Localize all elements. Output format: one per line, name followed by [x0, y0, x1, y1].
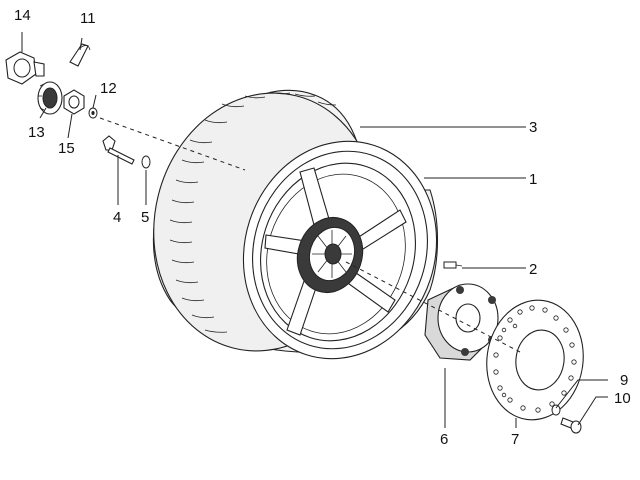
rim [242, 140, 438, 360]
callout-15: 15 [58, 140, 75, 157]
callout-1: 1 [529, 171, 537, 188]
washer-part-5 [141, 155, 151, 169]
callout-6: 6 [440, 431, 448, 448]
washer-part-12 [88, 107, 98, 119]
callout-13: 13 [28, 124, 45, 141]
nut-part-15 [63, 89, 85, 115]
assembly-axis [99, 117, 521, 353]
pin-part-11 [69, 43, 91, 67]
nut-part-14 [5, 51, 45, 85]
callout-14: 14 [14, 7, 31, 24]
bolt-part-2 [443, 261, 463, 269]
drive-gear-part-13 [37, 81, 63, 115]
bolt-part-10 [560, 417, 582, 434]
callout-3: 3 [529, 119, 537, 136]
callout-4: 4 [113, 209, 121, 226]
leader-lines [21, 32, 608, 428]
callout-5: 5 [141, 209, 149, 226]
callout-9: 9 [620, 372, 628, 389]
callout-12: 12 [100, 80, 117, 97]
callout-10: 10 [614, 390, 631, 407]
brake-disc [486, 299, 584, 421]
callout-11: 11 [80, 10, 96, 27]
callouts: 3 1 2 6 7 9 10 4 5 11 14 12 13 15 [14, 7, 631, 448]
bolt-part-4 [102, 135, 135, 165]
disc-hub-flange [424, 283, 499, 361]
washer-part-9 [551, 404, 561, 416]
callout-2: 2 [529, 261, 537, 278]
callout-7: 7 [511, 431, 519, 448]
rim-hub [296, 217, 364, 293]
